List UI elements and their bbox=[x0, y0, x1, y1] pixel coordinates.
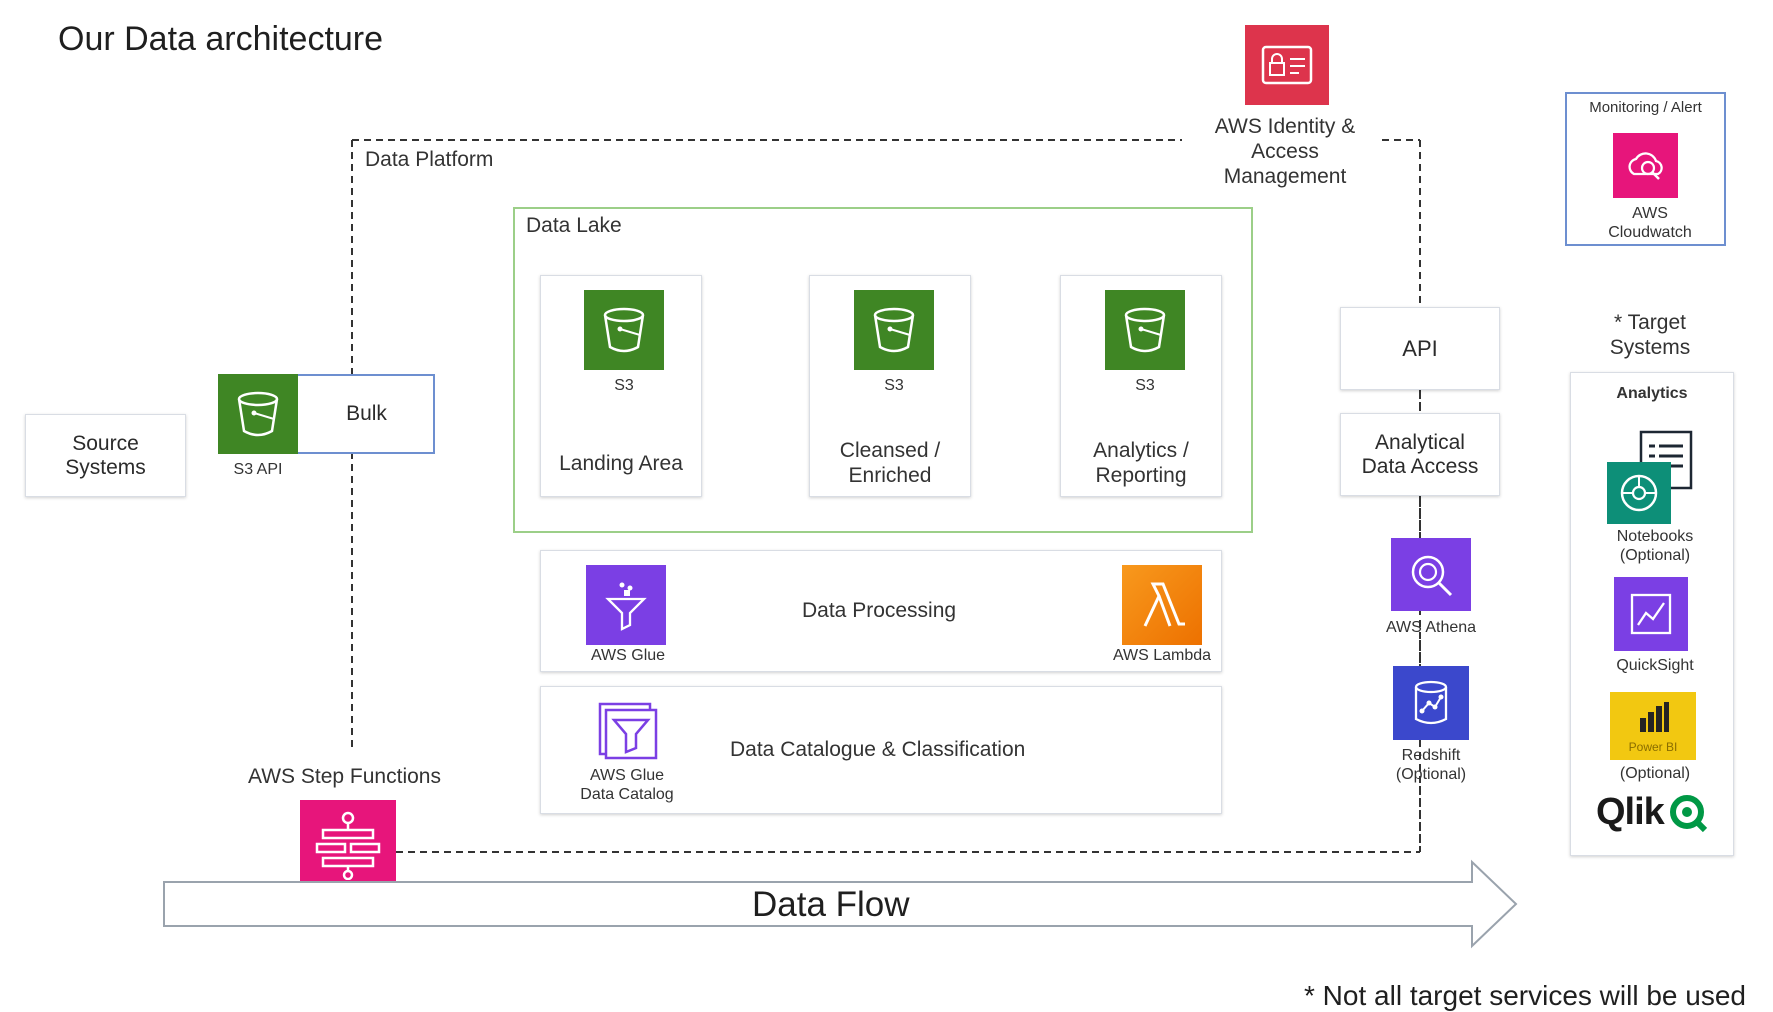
notebooks-label: Notebooks(Optional) bbox=[1616, 528, 1694, 565]
source-systems-line1: Source bbox=[72, 431, 139, 455]
api-label: API bbox=[1402, 335, 1438, 361]
cloudwatch-icon bbox=[1613, 133, 1678, 198]
analytical-data-access-box: Analytical Data Access bbox=[1340, 413, 1500, 496]
lake-zone-service: S3 bbox=[614, 377, 634, 394]
lake-zone-landing bbox=[540, 275, 702, 497]
analytics-section-label: Analytics bbox=[1616, 385, 1688, 402]
glue-data-catalog-icon bbox=[594, 698, 660, 762]
iam-icon bbox=[1245, 25, 1329, 105]
lake-zone-service: S3 bbox=[1135, 377, 1155, 394]
lake-zone-name: Cleansed /Enriched bbox=[839, 439, 941, 488]
data-catalogue-label: Data Catalogue & Classification bbox=[730, 738, 1026, 761]
qlik-wordmark: Qlik bbox=[1596, 790, 1665, 833]
quicksight-icon bbox=[1614, 577, 1688, 651]
s3-bucket-icon bbox=[584, 290, 664, 370]
footnote: * Not all target services will be used bbox=[1304, 980, 1746, 1011]
data-lake-label: Data Lake bbox=[526, 214, 622, 237]
bulk-label: Bulk bbox=[346, 402, 387, 425]
lake-zone-service: S3 bbox=[884, 377, 904, 394]
notebooks-icon bbox=[1605, 428, 1695, 528]
step-functions-label: AWS Step Functions bbox=[248, 765, 441, 788]
source-systems-line2: Systems bbox=[65, 455, 146, 479]
s3-bucket-icon bbox=[854, 290, 934, 370]
glue-icon bbox=[586, 565, 666, 645]
quicksight-label: QuickSight bbox=[1616, 657, 1694, 674]
powerbi-optional-label: (Optional) bbox=[1619, 765, 1691, 782]
data-processing-label: Data Processing bbox=[802, 599, 957, 622]
redshift-label: Redshift(Optional) bbox=[1395, 747, 1467, 784]
athena-label: AWS Athena bbox=[1385, 619, 1477, 636]
s3-api-label: S3 API bbox=[233, 461, 283, 478]
lake-zone-name: Landing Area bbox=[559, 452, 683, 475]
powerbi-text: Power BI bbox=[1628, 740, 1678, 754]
s3-bucket-icon bbox=[1105, 290, 1185, 370]
data-flow-label: Data Flow bbox=[752, 885, 910, 924]
lake-zone-name: Analytics /Reporting bbox=[1093, 439, 1189, 488]
qlik-q-icon bbox=[1669, 795, 1707, 833]
step-functions-icon bbox=[300, 800, 396, 890]
api-box: API bbox=[1340, 307, 1500, 390]
analytical-line2: Data Access bbox=[1361, 454, 1479, 478]
qlik-logo: Qlik bbox=[1596, 787, 1716, 837]
athena-icon bbox=[1391, 538, 1471, 611]
s3-api-icon bbox=[218, 374, 298, 454]
glue-label: AWS Glue bbox=[590, 647, 666, 664]
redshift-icon bbox=[1393, 666, 1469, 740]
source-systems-box: Source Systems bbox=[25, 414, 186, 497]
page-title: Our Data architecture bbox=[58, 20, 384, 58]
powerbi-icon: Power BI bbox=[1610, 692, 1696, 760]
data-platform-label: Data Platform bbox=[365, 148, 494, 171]
analytical-line1: Analytical bbox=[1375, 430, 1465, 454]
monitoring-header: Monitoring / Alert bbox=[1589, 99, 1702, 116]
lambda-label: AWS Lambda bbox=[1112, 647, 1212, 664]
lambda-icon bbox=[1122, 565, 1202, 645]
